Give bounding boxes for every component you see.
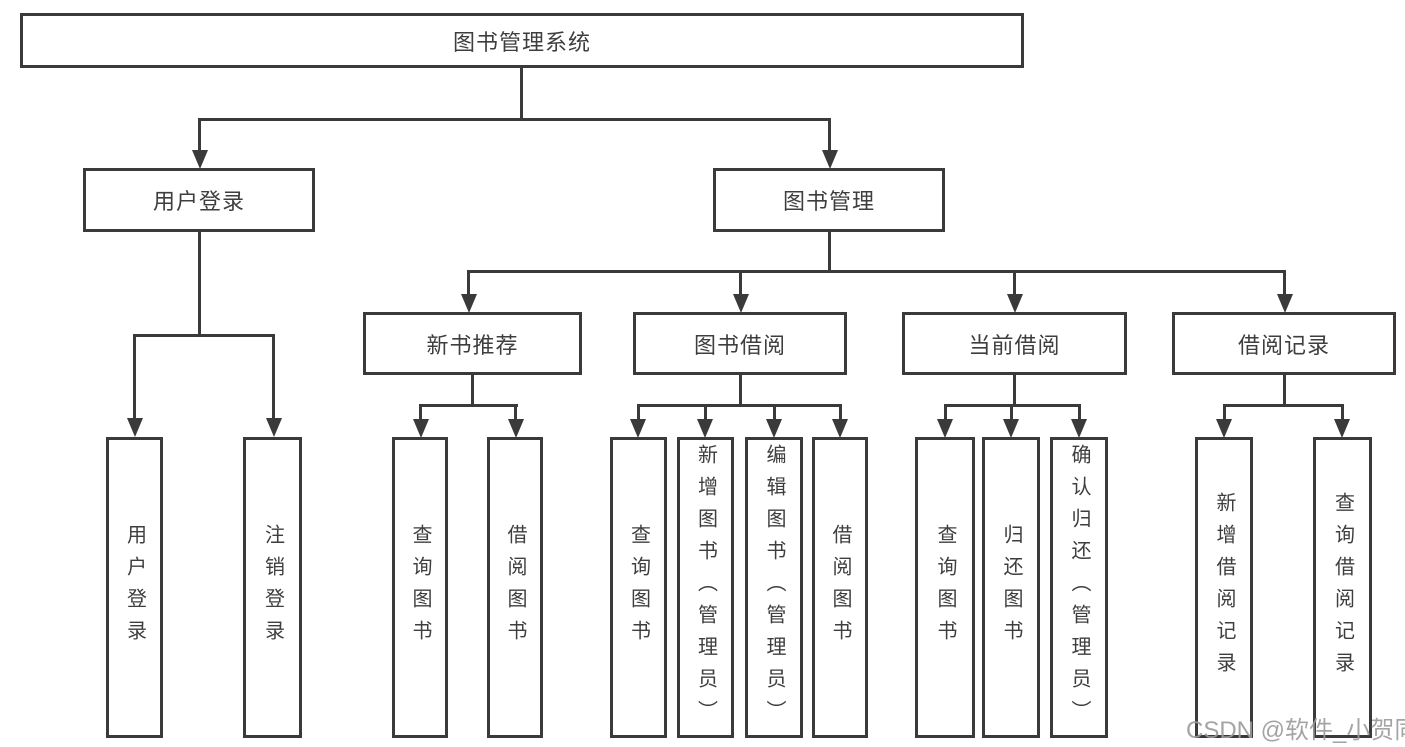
leaf-borrow-book-label: 借阅图书 — [829, 523, 851, 652]
node-borrow-record-label: 借阅记录 — [1237, 332, 1330, 358]
node-current-borrow-label: 当前借阅 — [968, 332, 1061, 358]
leaf-return-book: 归还图书 — [982, 437, 1040, 738]
node-book-borrow: 图书借阅 — [633, 312, 847, 375]
leaf-add-book-admin: 新增图书（管理员） — [677, 437, 734, 738]
leaf-current-query-book: 查询图书 — [915, 437, 975, 738]
connector-to-add-book — [704, 404, 707, 421]
connector-to-add-record — [1223, 404, 1226, 421]
leaf-confirm-return-admin: 确认归还（管理员） — [1050, 437, 1108, 738]
leaf-logout-login: 注销登录 — [243, 437, 302, 738]
connector-root-stem — [520, 68, 523, 121]
leaf-edit-book-admin: 编辑图书（管理员） — [745, 437, 803, 738]
leaf-recommend-query-book-label: 查询图书 — [409, 523, 431, 652]
connector-to-leaf-user-login — [133, 334, 136, 420]
node-book-management: 图书管理 — [713, 168, 945, 232]
arrowhead-query-record — [1334, 419, 1350, 438]
node-book-borrow-label: 图书借阅 — [693, 332, 786, 358]
arrowhead-user-login — [192, 150, 208, 169]
leaf-add-borrow-record: 新增借阅记录 — [1195, 437, 1253, 738]
connector-to-borrow-query — [637, 404, 640, 421]
arrowhead-borrow-query — [630, 419, 646, 438]
node-root: 图书管理系统 — [20, 13, 1024, 68]
connector-to-query-record — [1341, 404, 1344, 421]
connector-user-login-stem — [198, 232, 201, 336]
arrowhead-leaf-user-login — [127, 418, 143, 437]
leaf-user-login: 用户登录 — [106, 437, 163, 738]
leaf-edit-book-admin-label: 编辑图书（管理员） — [763, 443, 785, 732]
connector-to-book-borrow — [739, 270, 742, 296]
csdn-watermark: CSDN @软件_小贺同学 — [1186, 717, 1405, 744]
node-new-book-recommend-label: 新书推荐 — [426, 332, 519, 358]
arrowhead-confirm-return — [1071, 419, 1087, 438]
arrowhead-add-book — [697, 419, 713, 438]
arrowhead-leaf-logout — [266, 418, 282, 437]
leaf-recommend-borrow-book: 借阅图书 — [487, 437, 543, 738]
leaf-borrow-book: 借阅图书 — [812, 437, 868, 738]
leaf-borrow-query-book: 查询图书 — [610, 437, 667, 738]
connector-record-stem — [1283, 375, 1286, 407]
leaf-query-borrow-record: 查询借阅记录 — [1313, 437, 1372, 738]
leaf-recommend-query-book: 查询图书 — [392, 437, 448, 738]
connector-current-stem — [1013, 375, 1016, 407]
connector-to-current-borrow — [1013, 270, 1016, 296]
leaf-confirm-return-admin-label: 确认归还（管理员） — [1068, 443, 1090, 732]
arrowhead-borrow-book — [832, 419, 848, 438]
arrowhead-recommend-borrow — [508, 419, 524, 438]
leaf-current-query-book-label: 查询图书 — [934, 523, 956, 652]
leaf-add-borrow-record-label: 新增借阅记录 — [1213, 491, 1235, 684]
connector-to-user-login — [198, 118, 201, 152]
arrowhead-current-borrow — [1007, 294, 1023, 313]
arrowhead-add-record — [1216, 419, 1232, 438]
connector-book-management-stem — [828, 232, 831, 273]
connector-to-return-book — [1010, 404, 1013, 421]
arrowhead-book-management — [822, 150, 838, 169]
arrowhead-return-book — [1003, 419, 1019, 438]
leaf-borrow-query-book-label: 查询图书 — [627, 523, 650, 652]
leaf-query-borrow-record-label: 查询借阅记录 — [1331, 491, 1354, 684]
connector-book-borrow-stem — [739, 375, 742, 407]
connector-to-recommend-borrow — [514, 404, 517, 421]
node-book-management-label: 图书管理 — [782, 189, 875, 214]
connector-book-management-bus — [467, 270, 1286, 273]
node-borrow-record: 借阅记录 — [1172, 312, 1396, 375]
connector-record-bus — [1223, 404, 1344, 407]
node-new-book-recommend: 新书推荐 — [363, 312, 582, 375]
node-root-label: 图书管理系统 — [452, 29, 591, 55]
connector-book-borrow-bus — [637, 404, 842, 407]
connector-to-recommend-query — [419, 404, 422, 421]
leaf-add-book-admin-label: 新增图书（管理员） — [694, 443, 717, 732]
node-user-login: 用户登录 — [83, 168, 315, 232]
leaf-return-book-label: 归还图书 — [1000, 523, 1022, 652]
connector-to-book-management — [828, 118, 831, 152]
connector-to-edit-book — [773, 404, 776, 421]
arrowhead-edit-book — [766, 419, 782, 438]
leaf-logout-login-label: 注销登录 — [261, 523, 284, 652]
connector-to-current-query — [944, 404, 947, 421]
connector-recommend-bus — [419, 404, 518, 407]
arrowhead-current-query — [937, 419, 953, 438]
arrowhead-book-borrow — [733, 294, 749, 313]
node-user-login-label: 用户登录 — [152, 189, 245, 214]
arrowhead-recommend-query — [413, 419, 429, 438]
connector-user-login-bus — [133, 334, 275, 337]
connector-to-leaf-logout — [272, 334, 275, 420]
connector-to-confirm-return — [1078, 404, 1081, 421]
leaf-recommend-borrow-book-label: 借阅图书 — [504, 523, 526, 652]
connector-root-bus — [198, 118, 831, 121]
connector-recommend-stem — [471, 375, 474, 407]
arrowhead-borrow-record — [1277, 294, 1293, 313]
connector-to-borrow-book — [839, 404, 842, 421]
node-current-borrow: 当前借阅 — [902, 312, 1127, 375]
arrowhead-new-book-recommend — [461, 294, 477, 313]
connector-to-borrow-record — [1283, 270, 1286, 296]
connector-to-new-book-recommend — [467, 270, 470, 296]
leaf-user-login-label: 用户登录 — [123, 523, 146, 652]
